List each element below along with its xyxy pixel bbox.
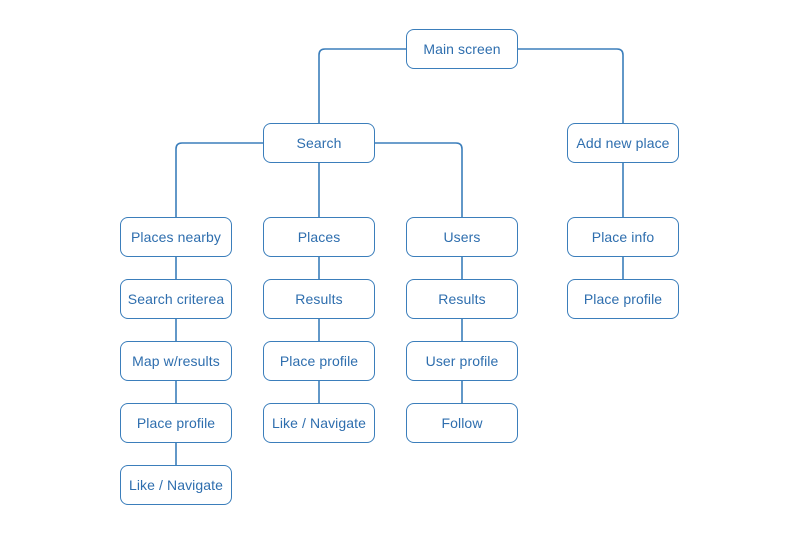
node-results-users: Results xyxy=(406,279,518,319)
node-follow: Follow xyxy=(406,403,518,443)
edge-main-screen-add-new-place xyxy=(518,48,624,123)
node-main-screen: Main screen xyxy=(406,29,518,69)
node-places: Places xyxy=(263,217,375,257)
node-users: Users xyxy=(406,217,518,257)
node-place-profile-add: Place profile xyxy=(567,279,679,319)
node-place-profile-places: Place profile xyxy=(263,341,375,381)
node-results-places: Results xyxy=(263,279,375,319)
node-search-criterea: Search criterea xyxy=(120,279,232,319)
node-user-profile: User profile xyxy=(406,341,518,381)
node-map-w-results: Map w/results xyxy=(120,341,232,381)
edge-search-places-nearby xyxy=(175,142,263,217)
node-add-new-place: Add new place xyxy=(567,123,679,163)
node-places-nearby: Places nearby xyxy=(120,217,232,257)
node-search: Search xyxy=(263,123,375,163)
node-place-profile-nearby: Place profile xyxy=(120,403,232,443)
node-like-navigate-places: Like / Navigate xyxy=(263,403,375,443)
edge-search-users xyxy=(375,142,463,217)
node-place-info: Place info xyxy=(567,217,679,257)
edge-main-screen-search xyxy=(318,48,406,123)
node-like-navigate-nearby: Like / Navigate xyxy=(120,465,232,505)
